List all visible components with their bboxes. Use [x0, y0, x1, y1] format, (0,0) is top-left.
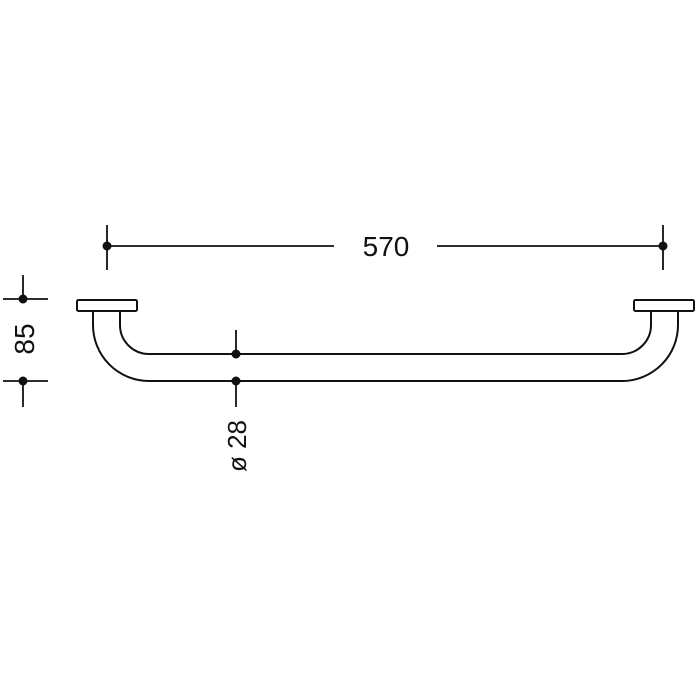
diameter-dot-bottom — [231, 376, 241, 386]
left-flange — [76, 299, 138, 312]
length-dot-left — [102, 241, 112, 251]
projection-dot-top — [18, 294, 28, 304]
diameter-label: ø 28 — [222, 420, 252, 472]
right-flange — [633, 299, 695, 312]
rail-outer-edge — [92, 311, 679, 382]
projection-dot-bottom — [18, 376, 28, 386]
length-dot-right — [658, 241, 668, 251]
diameter-dot-top — [231, 349, 241, 359]
projection-label: 85 — [9, 323, 40, 354]
length-dimension — [106, 225, 664, 270]
grab-rail — [76, 299, 695, 382]
rail-inner-edge — [119, 311, 652, 355]
length-label: 570 — [363, 231, 410, 262]
